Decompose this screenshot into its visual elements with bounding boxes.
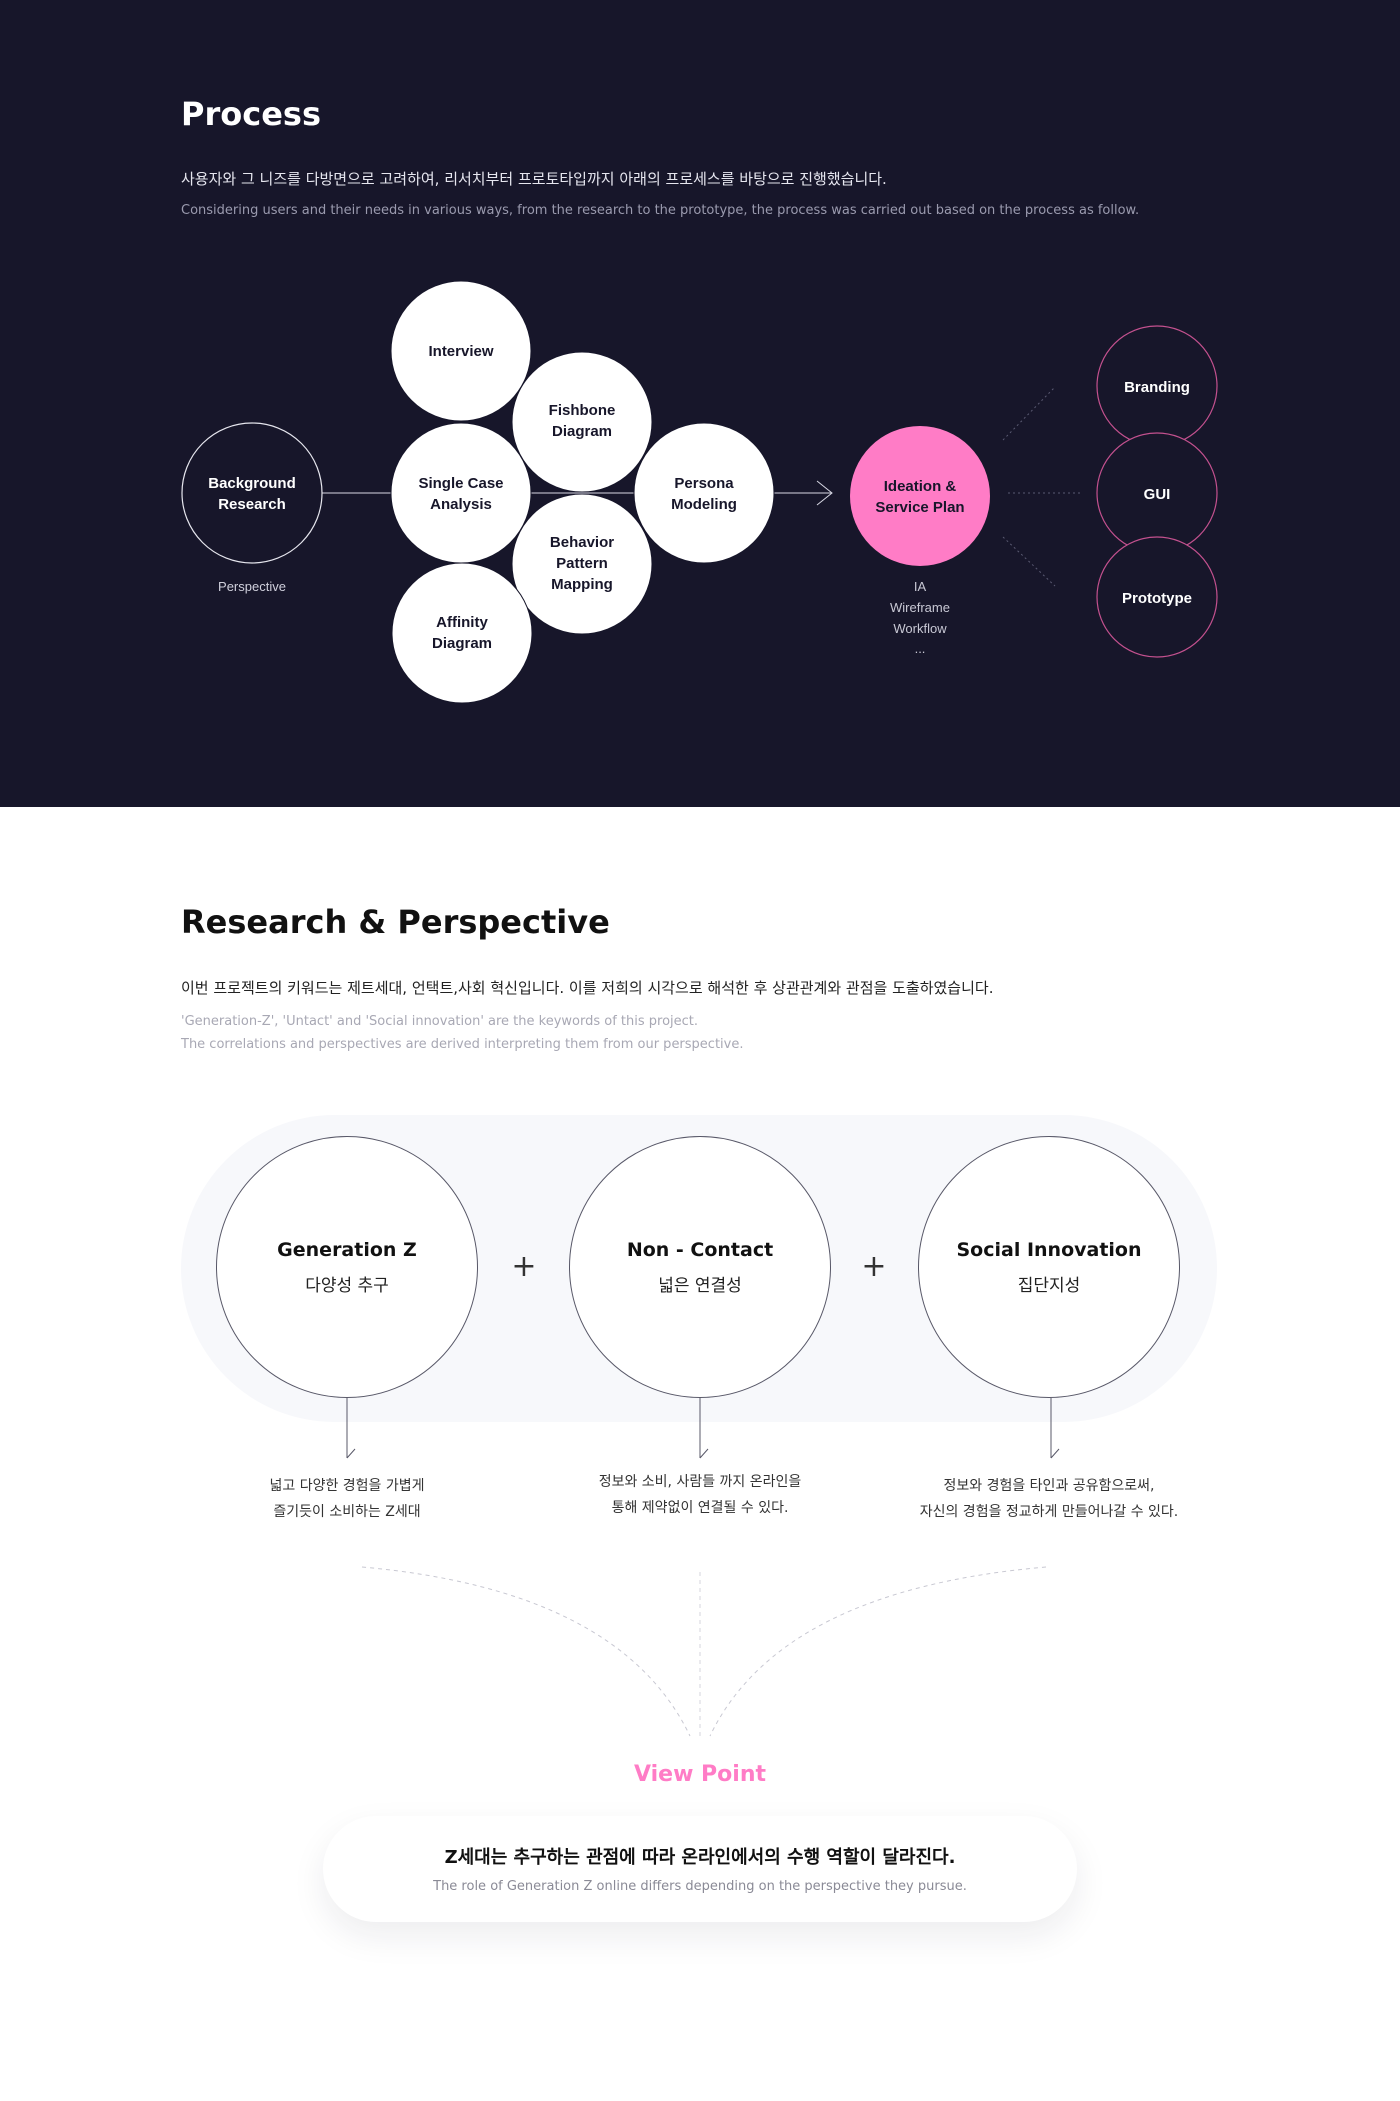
keyword-description-line: 정보와 경험을 타인과 공유함으로써, [943, 1478, 1155, 1494]
keyword-description-line: 정보와 소비, 사람들 까지 온라인을 [598, 1474, 802, 1490]
viewpoint-curve-right [709, 1566, 1047, 1737]
connector-ideation-to-branding [1002, 386, 1056, 441]
keyword-title: Social Innovation [956, 1238, 1142, 1261]
keyword-description-generation-z: 넓고 다양한 경험을 가볍게 즐기듯이 소비하는 Z세대 [177, 1473, 517, 1525]
node-interview: Interview [390, 280, 532, 422]
keyword-title: Generation Z [277, 1238, 417, 1261]
node-background-research: Background Research [181, 422, 323, 564]
keyword-description-line: 넓고 다양한 경험을 가볍게 [269, 1478, 425, 1494]
node-label: Background [208, 475, 296, 492]
node-label: Behavior [550, 534, 614, 551]
keyword-subtitle: 집단지성 [1017, 1275, 1081, 1296]
keyword-description-line: 즐기듯이 소비하는 Z세대 [273, 1504, 421, 1520]
research-description-en-line2: The correlations and perspectives are de… [181, 1037, 744, 1052]
node-label: Single Case [418, 475, 503, 492]
node-persona-modeling: Persona Modeling [633, 422, 775, 564]
viewpoint-card [323, 1816, 1077, 1922]
node-fishbone-diagram: Fishbone Diagram [511, 351, 653, 493]
keyword-description-line: 통해 제약없이 연결될 수 있다. [611, 1500, 789, 1516]
ideation-caption: ... [915, 641, 926, 656]
process-diagram: Background Research Perspective Intervie… [181, 280, 1218, 704]
pointer-tick-icon [1050, 1448, 1060, 1459]
ideation-caption: IA [914, 579, 927, 594]
node-label: Research [218, 496, 286, 513]
node-label: Diagram [552, 423, 612, 440]
node-label: Fishbone [549, 402, 616, 419]
node-label: Prototype [1122, 590, 1192, 607]
research-description-ko: 이번 프로젝트의 키워드는 제트세대, 언택트,사회 혁신입니다. 이를 저희의… [181, 979, 994, 997]
node-label: Analysis [430, 496, 492, 513]
node-label: Persona [674, 475, 734, 492]
keyword-circle-generation-z: Generation Z 다양성 추구 [216, 1136, 478, 1398]
research-description-en-line1: 'Generation-Z', 'Untact' and 'Social inn… [181, 1014, 699, 1029]
node-label: Diagram [432, 635, 492, 652]
pointer-tick-icon [346, 1448, 356, 1459]
keyword-circle-social-innovation: Social Innovation 집단지성 [918, 1136, 1180, 1398]
node-behavior-pattern-mapping: Behavior Pattern Mapping [511, 493, 653, 635]
process-title: Process [181, 95, 321, 133]
node-single-case-analysis: Single Case Analysis [390, 422, 532, 564]
keyword-description-line: 자신의 경험을 정교하게 만들어나갈 수 있다. [919, 1504, 1179, 1520]
node-label: GUI [1144, 486, 1171, 503]
keyword-circle-non-contact: Non - Contact 넓은 연결성 [569, 1136, 831, 1398]
connector-ideation-to-prototype [1002, 536, 1056, 587]
pointer-tick-icon [699, 1448, 709, 1459]
plus-icon: + [511, 1249, 537, 1284]
node-label: Modeling [671, 496, 737, 513]
ideation-caption: Workflow [893, 621, 947, 636]
node-label: Ideation & [884, 478, 957, 495]
node-caption-perspective: Perspective [218, 579, 286, 594]
ideation-caption: Wireframe [890, 600, 950, 615]
viewpoint-statement-en: The role of Generation Z online differs … [433, 1879, 967, 1894]
plus-icon: + [861, 1249, 887, 1284]
node-ideation-service-plan: Ideation & Service Plan [850, 426, 990, 566]
keyword-subtitle: 넓은 연결성 [658, 1275, 742, 1296]
node-label: Branding [1124, 379, 1190, 396]
keyword-description-social-innovation: 정보와 경험을 타인과 공유함으로써, 자신의 경험을 정교하게 만들어나갈 수… [879, 1473, 1219, 1525]
viewpoint-title: View Point [633, 1762, 767, 1787]
node-affinity-diagram: Affinity Diagram [391, 562, 533, 704]
node-label: Pattern [556, 555, 608, 572]
process-description-en: Considering users and their needs in var… [181, 203, 1140, 218]
node-label: Interview [428, 343, 493, 360]
node-label: Mapping [551, 576, 613, 593]
node-label: Service Plan [875, 499, 964, 516]
viewpoint-statement-ko: Z세대는 추구하는 관점에 따라 온라인에서의 수행 역할이 달라진다. [444, 1847, 956, 1868]
node-branding: Branding [1096, 325, 1218, 447]
process-description-ko: 사용자와 그 니즈를 다방면으로 고려하여, 리서치부터 프로토타입까지 아래의… [181, 170, 887, 188]
node-label: Affinity [436, 614, 488, 631]
keyword-subtitle: 다양성 추구 [305, 1275, 389, 1296]
arrow-head-icon [816, 480, 833, 506]
keyword-title: Non - Contact [626, 1238, 774, 1261]
keyword-description-non-contact: 정보와 소비, 사람들 까지 온라인을 통해 제약없이 연결될 수 있다. [530, 1469, 870, 1521]
research-title: Research & Perspective [181, 903, 610, 941]
node-prototype: Prototype [1096, 536, 1218, 658]
viewpoint-curve-left [361, 1566, 691, 1737]
